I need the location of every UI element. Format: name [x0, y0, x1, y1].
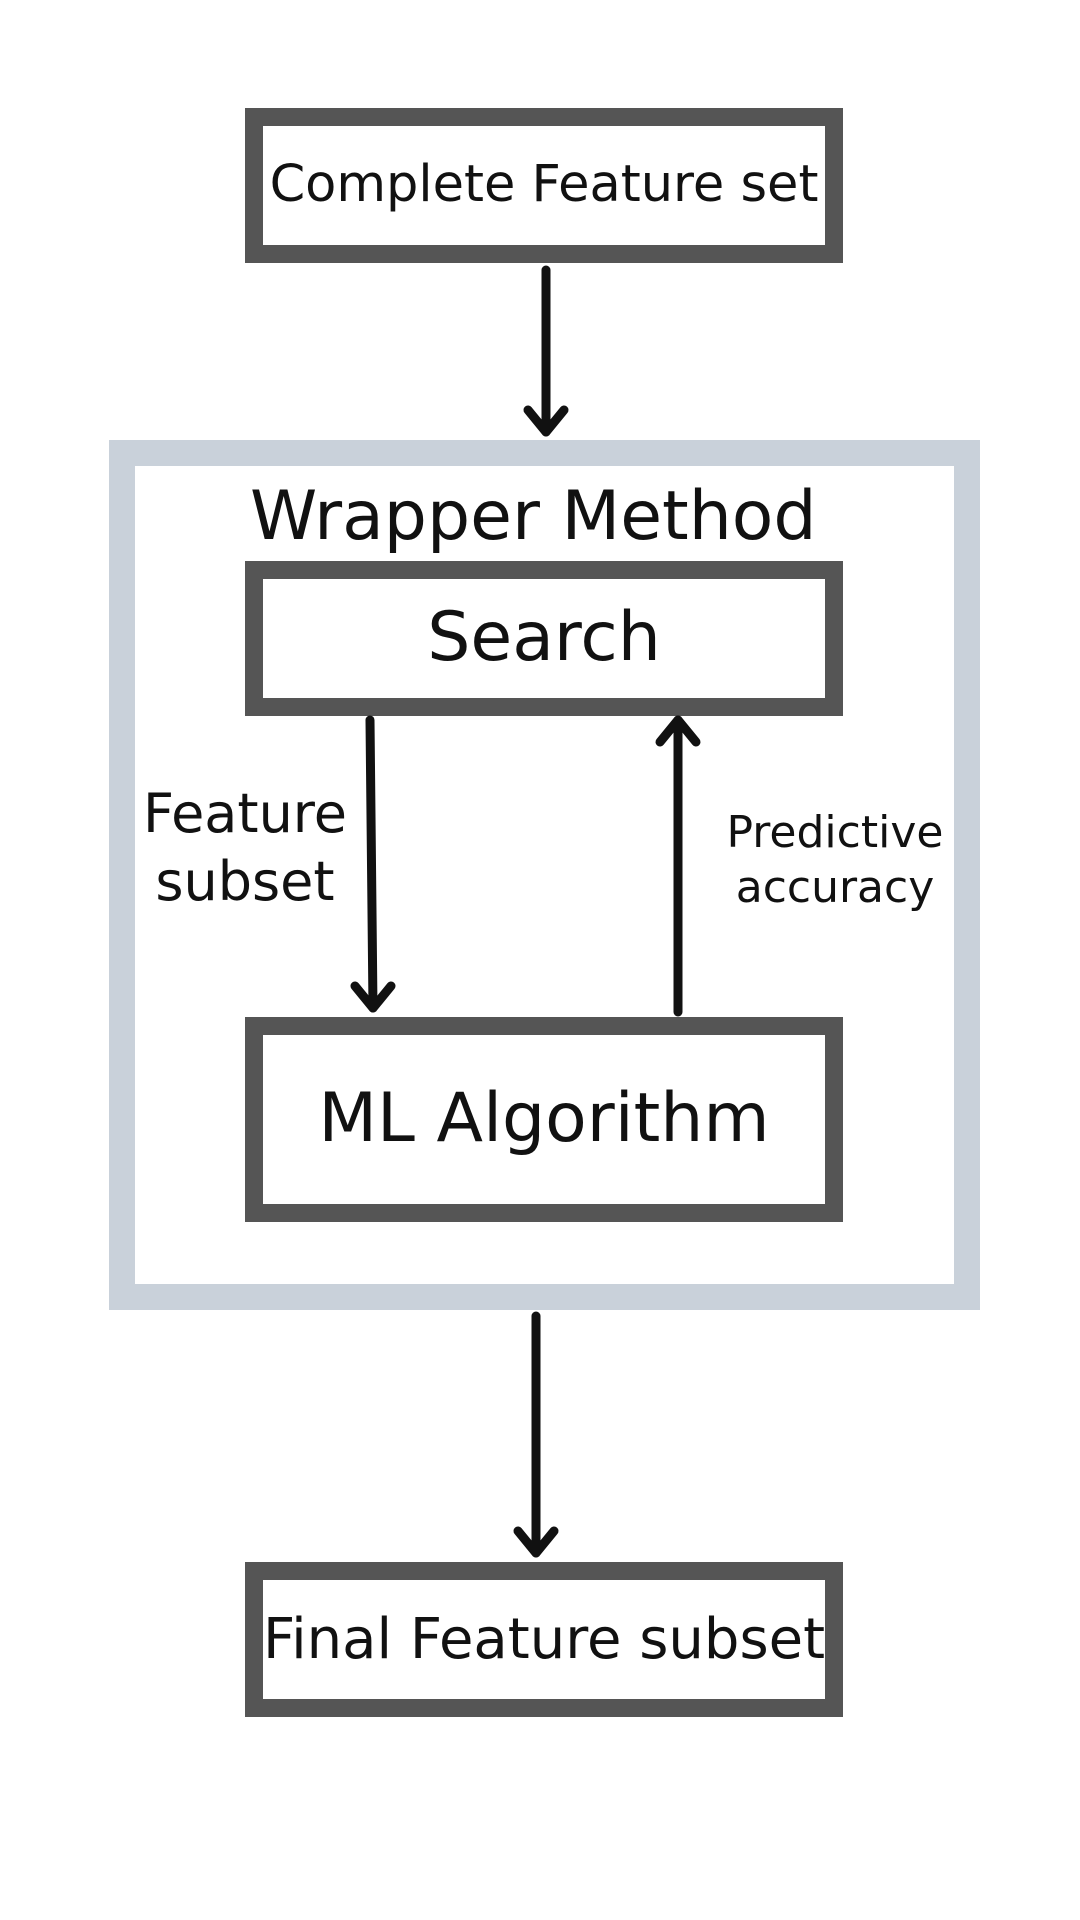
arrow-wrapper-to-final [513, 1311, 559, 1558]
complete-feature-set-label: Complete Feature set [269, 155, 819, 215]
feature-subset-label-line2: subset [155, 849, 335, 913]
complete-feature-set-box: Complete Feature set [245, 108, 843, 263]
arrow-complete-to-wrapper [523, 265, 569, 437]
predictive-accuracy-label-line1: Predictive [726, 807, 944, 858]
arrow-ml-to-search [655, 715, 701, 1017]
predictive-accuracy-label: Predictive accuracy [715, 805, 955, 915]
search-box: Search [245, 561, 843, 716]
feature-subset-label: Feature subset [130, 780, 360, 915]
predictive-accuracy-label-line2: accuracy [735, 862, 935, 913]
feature-subset-label-line1: Feature [142, 782, 348, 845]
final-feature-subset-label: Final Feature subset [262, 1606, 826, 1672]
ml-algorithm-box: ML Algorithm [245, 1017, 843, 1222]
arrow-search-to-ml [350, 715, 396, 1013]
wrapper-method-title: Wrapper Method [250, 477, 817, 556]
final-feature-subset-box: Final Feature subset [245, 1562, 843, 1717]
ml-algorithm-label: ML Algorithm [318, 1079, 770, 1159]
search-label: Search [427, 598, 661, 678]
